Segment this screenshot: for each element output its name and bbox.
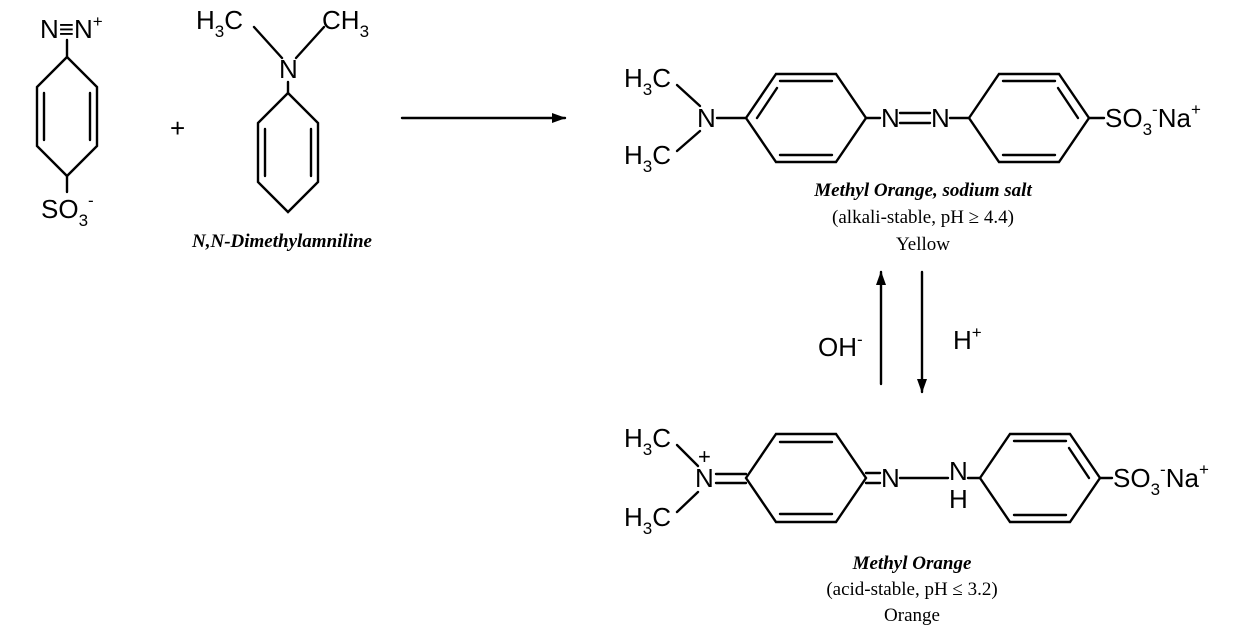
- diazonium-reactant: N≡N+ SO3-: [35, 12, 103, 230]
- dimethylaniline-right-methyl: CH3: [322, 5, 369, 41]
- acid-form-sulfonate: SO3-Na+: [1113, 460, 1209, 499]
- methyl-orange-acid-form: H3C H3C N + N N H SO3-Na+: [624, 423, 1209, 626]
- diazonium-ring: [35, 38, 99, 194]
- dimethylaniline-ring: [252, 25, 326, 214]
- acid-form-hydrazo-h: H: [949, 484, 968, 514]
- dimethylaniline-caption: N,N-Dimethylamniline: [191, 231, 373, 252]
- acid-form-methyl-top: H3C: [624, 423, 671, 459]
- dimethylaniline-nitrogen: N: [279, 54, 298, 84]
- sodium-salt-azo-n1: N: [881, 103, 900, 133]
- sodium-salt-azo-n2: N: [931, 103, 950, 133]
- sodium-salt-methyl-top: H3C: [624, 63, 671, 99]
- acid-label: H+: [953, 323, 982, 355]
- acid-form-caption-title: Methyl Orange: [852, 553, 972, 574]
- plus-sign: +: [170, 113, 185, 143]
- sodium-salt-caption-condition: (alkali-stable, pH ≥ 4.4): [832, 207, 1014, 228]
- dimethylaniline-left-methyl: H3C: [196, 5, 243, 41]
- acid-form-azo-n: N: [881, 463, 900, 493]
- sodium-salt-methyl-bottom: H3C: [624, 140, 671, 176]
- base-label: OH-: [818, 330, 863, 362]
- acid-form-methyl-bottom: H3C: [624, 502, 671, 538]
- equilibrium-arrows: OH- H+: [818, 270, 982, 394]
- sodium-salt-caption-title: Methyl Orange, sodium salt: [813, 180, 1032, 201]
- acid-form-iminium-nitrogen: N: [695, 463, 714, 493]
- sodium-salt-caption-color: Yellow: [896, 234, 950, 255]
- acid-form-iminium-charge: +: [698, 444, 711, 469]
- dimethylaniline-reactant: H3C CH3 N N,N-Dimethylamniline: [191, 5, 373, 252]
- methyl-orange-sodium-salt: H3C H3C N N N SO3-Na+ Met: [624, 63, 1201, 255]
- acid-form-bonds: [675, 432, 1114, 524]
- diazonium-sulfonate-label: SO3-: [41, 191, 94, 230]
- sodium-salt-amine-nitrogen: N: [697, 103, 716, 133]
- acid-form-caption-condition: (acid-stable, pH ≤ 3.2): [826, 579, 997, 600]
- sodium-salt-bonds: [675, 72, 1106, 164]
- diazonium-group-label: N≡N+: [40, 12, 103, 44]
- acid-form-hydrazo-n: N: [949, 456, 968, 486]
- sodium-salt-sulfonate: SO3-Na+: [1105, 100, 1201, 139]
- acid-form-caption-color: Orange: [884, 605, 940, 626]
